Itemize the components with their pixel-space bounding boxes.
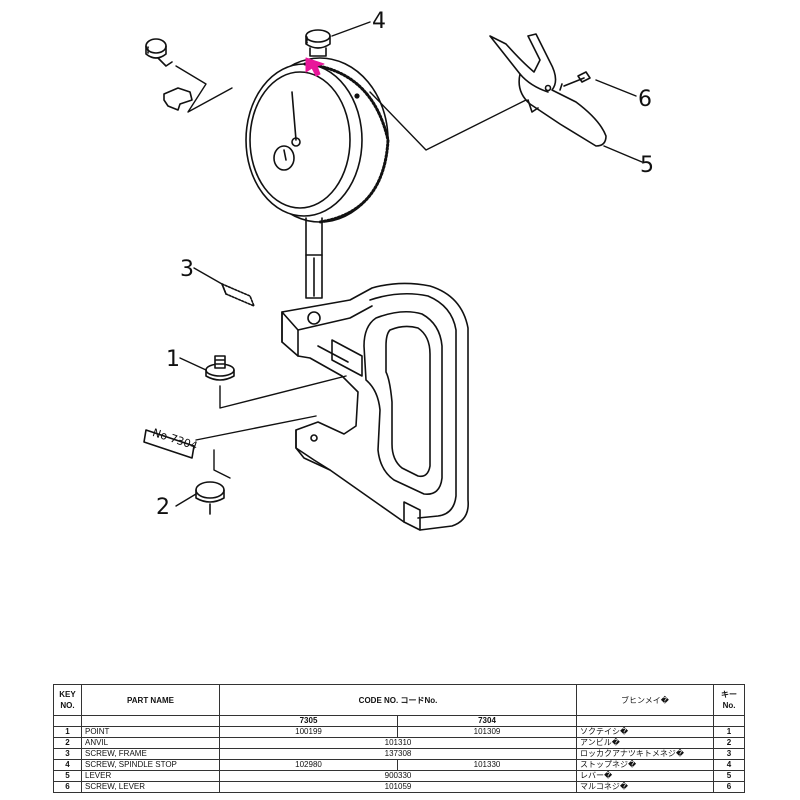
key-no-cell: 4 xyxy=(53,759,82,771)
model-row: 7305 7304 xyxy=(53,715,746,727)
code-7305-cell: 102980 xyxy=(219,759,398,771)
code-no-cell: 101059 xyxy=(218,781,578,793)
japanese-name-cell: ストップネジ� xyxy=(576,759,715,771)
japanese-name-cell: レバー� xyxy=(576,770,715,782)
key-no-cell: 1 xyxy=(53,726,82,738)
code-no-cell: 900330 xyxy=(218,770,578,782)
clip xyxy=(163,87,193,111)
code-7304-cell: 101330 xyxy=(396,759,578,771)
code-7305-cell: 100199 xyxy=(219,726,398,738)
code-no-header: CODE NO. コードNo. xyxy=(218,684,578,716)
frame xyxy=(281,282,469,531)
key-no-cell: 6 xyxy=(53,781,82,793)
part-name-header: PART NAME xyxy=(81,684,220,716)
part-name-cell: LEVER xyxy=(81,770,220,782)
table-header-row: KEY NO. PART NAME CODE NO. コードNo. ブヒンメイ�… xyxy=(53,684,746,716)
part-name-cell: POINT xyxy=(81,726,220,738)
part-name-cell: SCREW, SPINDLE STOP xyxy=(81,759,220,771)
callout-2: 2 xyxy=(156,495,170,520)
callout-5: 5 xyxy=(640,153,654,178)
key-jp-cell: 3 xyxy=(713,748,746,760)
part-name-cell: SCREW, LEVER xyxy=(81,781,220,793)
loose-knob xyxy=(145,38,173,67)
code-7304-cell: 101309 xyxy=(396,726,578,738)
lever-screw xyxy=(559,71,591,91)
spindle-stop-screw xyxy=(305,29,331,57)
dial-indicator xyxy=(245,57,390,299)
key-no-cell: 5 xyxy=(53,770,82,782)
exploded-parts-diagram: No 7304 1 2 3 4 5 6 xyxy=(143,9,654,531)
key-jp-cell: 2 xyxy=(713,737,746,749)
callout-1: 1 xyxy=(166,347,180,372)
part-name-cell: SCREW, FRAME xyxy=(81,748,220,760)
code-no-cell: 137308 xyxy=(218,748,578,760)
key-no-cell: 2 xyxy=(53,737,82,749)
frame-screw xyxy=(221,283,255,307)
model-7305: 7305 xyxy=(219,715,398,727)
key-jp-cell: 4 xyxy=(713,759,746,771)
japanese-name-cell: ソクテイシ� xyxy=(576,726,715,738)
point xyxy=(205,355,235,381)
callout-4: 4 xyxy=(372,9,386,34)
key-jp-cell: 6 xyxy=(713,781,746,793)
part-name-cell: ANVIL xyxy=(81,737,220,749)
parts-table: KEY NO. PART NAME CODE NO. コードNo. ブヒンメイ�… xyxy=(53,684,746,793)
model-7304: 7304 xyxy=(396,715,578,727)
key-jp-cell: 1 xyxy=(713,726,746,738)
japanese-name-cell: ロッカクアナツキトメネジ� xyxy=(576,748,715,760)
leader-lines xyxy=(175,21,643,507)
key-jp-cell: 5 xyxy=(713,770,746,782)
callout-3: 3 xyxy=(180,257,194,282)
key-jp-header: キー No. xyxy=(713,684,746,716)
key-no-header: KEY NO. xyxy=(53,684,82,716)
code-no-cell: 101310 xyxy=(218,737,578,749)
nameplate xyxy=(143,429,195,459)
anvil xyxy=(195,481,225,515)
japanese-name-cell: アンビル� xyxy=(576,737,715,749)
key-no-cell: 3 xyxy=(53,748,82,760)
callout-6: 6 xyxy=(638,87,652,112)
japanese-name-cell: マルコネジ� xyxy=(576,781,715,793)
lever xyxy=(489,33,607,147)
japanese-name-header: ブヒンメイ� xyxy=(576,684,715,716)
